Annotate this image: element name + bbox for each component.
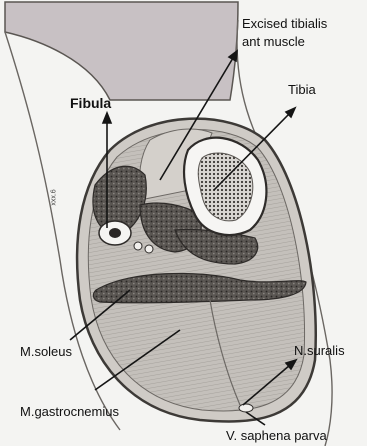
saphena-vessel [239, 404, 253, 412]
label-tibia: Tibia [288, 82, 316, 97]
label-fibula: Fibula [70, 96, 111, 111]
label-excised-tibialis: Excised tibialis [242, 16, 327, 31]
label-saphena-parva: V. saphena parva [226, 428, 327, 443]
vessel-2 [145, 245, 153, 253]
fibula-marrow [109, 228, 121, 238]
label-soleus: M.soleus [20, 344, 72, 359]
label-gastrocnemius: M.gastrocnemius [20, 404, 119, 419]
vessel-1 [134, 242, 142, 250]
leg-silhouette [5, 2, 238, 100]
label-ant-muscle: ant muscle [242, 34, 305, 49]
label-suralis: N.suralis [294, 343, 345, 358]
artist-signature: xxx.6 [47, 189, 62, 205]
